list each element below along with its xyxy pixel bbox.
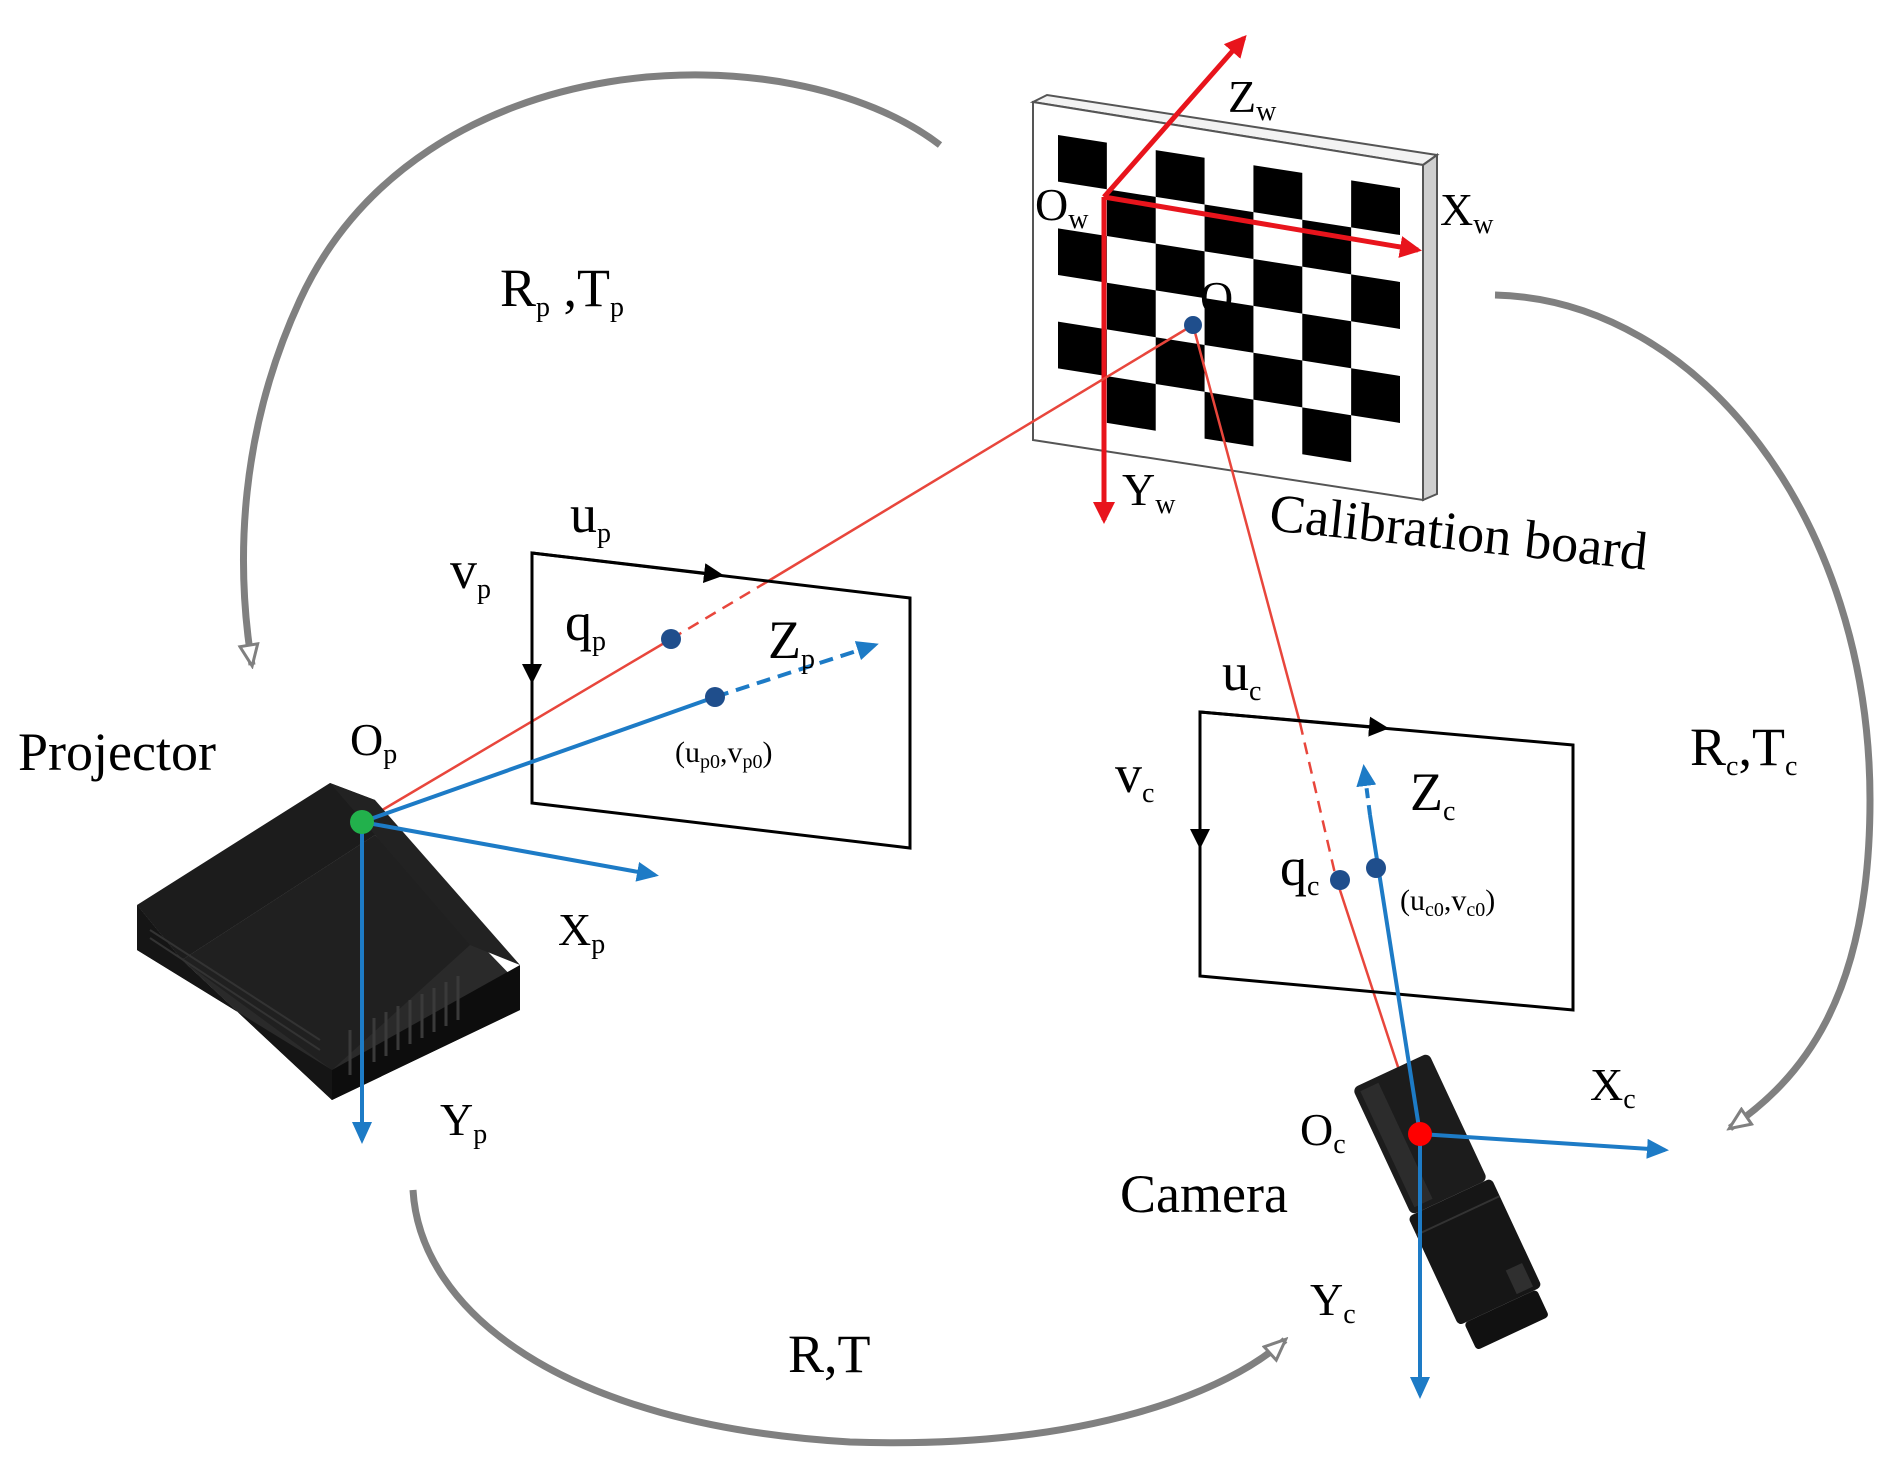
checker-square (1204, 391, 1254, 447)
camera-ray-dashed (1298, 722, 1338, 879)
projector-icon (137, 783, 520, 1100)
label-uc0-vc0: (uc0,vc0) (1400, 884, 1495, 921)
checker-square (1155, 150, 1205, 205)
label-oc: Oc (1300, 1104, 1346, 1160)
label-qc: qc (1280, 837, 1319, 902)
projection-rays (361, 323, 1422, 1135)
checker-square (1253, 165, 1303, 220)
projector-ray-dashed (670, 581, 766, 641)
checker-square (1351, 180, 1400, 235)
label-r-t: R,T (788, 1324, 871, 1384)
projector-frame (352, 641, 879, 1144)
world-z-axis (1102, 34, 1247, 199)
point-up0-vp0 (705, 687, 725, 707)
projector-z-axis-dashed (714, 641, 879, 699)
checker-square (1302, 219, 1352, 275)
camera-ray-far (1191, 324, 1302, 724)
world-frame (1093, 34, 1422, 524)
point-q (1184, 316, 1202, 334)
label-op: Op (350, 714, 397, 770)
label-uc: uc (1222, 642, 1261, 707)
label-ow: Ow (1035, 179, 1089, 235)
checker-square (1351, 274, 1400, 329)
projector-origin-point (350, 810, 374, 834)
label-xw: Xw (1440, 184, 1494, 240)
label-zw: Zw (1228, 71, 1277, 127)
transform-arrow-r-t (409, 1189, 1285, 1447)
transform-arrow-rp-tp (244, 71, 943, 665)
projector-image-plane (522, 551, 912, 850)
projector-x-axis (361, 820, 659, 882)
label-rp-tp: Rp ,Tp (500, 258, 624, 323)
checker-square (1351, 368, 1400, 423)
label-rc-tc: Rc,Tc (1690, 717, 1797, 782)
label-up: up (570, 484, 611, 549)
label-yw: Yw (1122, 464, 1176, 520)
label-calibration-board: Calibration board (1267, 482, 1651, 581)
checker-square (1253, 352, 1303, 408)
label-camera: Camera (1120, 1164, 1288, 1224)
projector-ray-far (764, 323, 1194, 585)
camera-x-axis (1419, 1132, 1669, 1159)
label-zc: Zc (1410, 762, 1455, 827)
checker-square (1204, 298, 1254, 353)
camera-image-plane (1190, 710, 1575, 1012)
label-zp: Zp (768, 610, 815, 675)
label-q: Q (1200, 272, 1233, 323)
label-xc: Xc (1590, 1059, 1636, 1115)
point-qp (661, 629, 681, 649)
checker-square (1302, 313, 1352, 369)
checker-square (1058, 228, 1107, 283)
label-vp: vp (450, 540, 491, 605)
checker-square (1302, 407, 1352, 463)
checker-square (1253, 259, 1303, 314)
checker-square (1155, 337, 1205, 392)
projector-z-axis (361, 695, 716, 824)
label-yc: Yc (1310, 1274, 1356, 1330)
checkerboard-icon (1029, 93, 1440, 502)
checker-square (1058, 135, 1107, 190)
projector-ray-solid (361, 637, 672, 824)
camera-origin-point (1408, 1122, 1432, 1146)
label-vc: vc (1115, 744, 1154, 809)
point-uc0-vc0 (1366, 858, 1386, 878)
label-xp: Xp (558, 904, 605, 960)
world-x-axis (1103, 194, 1422, 258)
checker-square (1155, 243, 1205, 299)
point-qc (1330, 870, 1350, 890)
label-yp: Yp (440, 1094, 487, 1150)
camera-icon (1354, 1054, 1548, 1349)
checker-square (1106, 282, 1156, 338)
label-up0-vp0: (up0,vp0) (675, 736, 773, 773)
label-projector: Projector (18, 722, 216, 782)
projector-u-axis (531, 551, 724, 584)
camera-u-axis (1199, 710, 1389, 737)
checker-square (1106, 376, 1156, 431)
camera-z-axis-dashed (1356, 764, 1377, 816)
checker-square (1058, 321, 1107, 377)
label-qp: qp (565, 592, 606, 657)
transform-arrow-rc-tc (1494, 291, 1874, 1131)
